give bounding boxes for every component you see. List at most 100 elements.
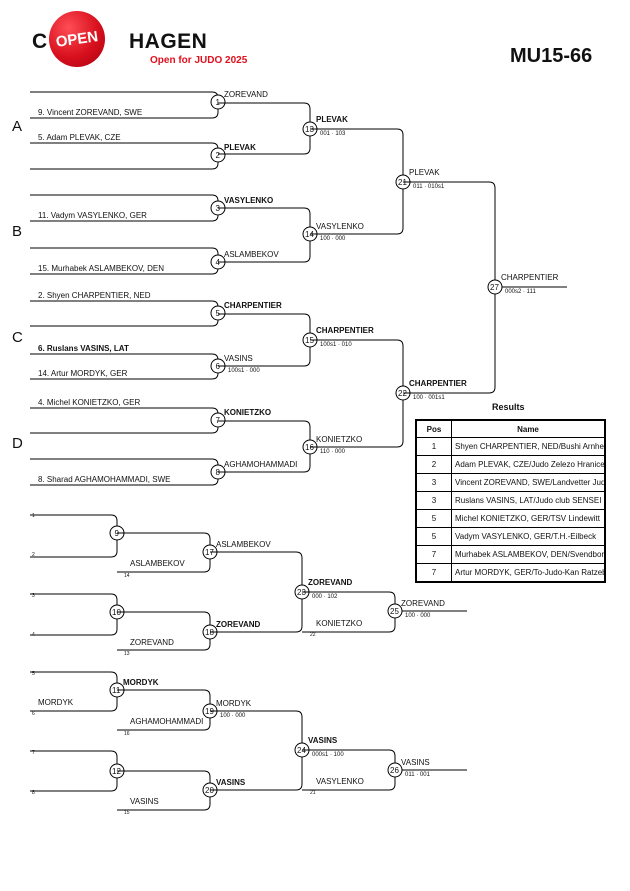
entrant-name: 11. Vadym VASYLENKO, GER (38, 211, 147, 220)
slot-number: 4 (32, 632, 35, 638)
logo-circle-icon (49, 11, 105, 67)
pool-label-c: C (12, 329, 23, 346)
results-name: Artur MORDYK, GER/To-Judo-Kan Ratzeburg (451, 563, 606, 583)
contest-score: 011 · 001 (405, 772, 431, 778)
results-pos: 3 (415, 473, 452, 492)
contest-score: 000s1 · 100 (312, 752, 344, 758)
results-name: Adam PLEVAK, CZE/Judo Zelezo Hranice (451, 455, 606, 474)
results-name: Ruslans VASINS, LAT/Judo club SENSEI (451, 491, 606, 510)
winner-name: VASINS (216, 778, 246, 787)
winner-name: VASYLENKO (316, 222, 364, 231)
contest-number: 26 (390, 766, 399, 775)
winner-name: AGHAMOHAMMADI (224, 460, 297, 469)
winner-name: ASLAMBEKOV (216, 540, 271, 549)
loser-entry-name: MORDYK (38, 698, 74, 707)
bracket-line (30, 593, 118, 636)
contest-number: 2 (216, 151, 221, 160)
winner-name: PLEVAK (316, 115, 348, 124)
winner-name: KONIETZKO (316, 435, 362, 444)
bracket-line (30, 300, 219, 327)
winner-name: ASLAMBEKOV (224, 250, 279, 259)
contest-number: 22 (398, 389, 407, 398)
contest-number: 21 (398, 178, 407, 187)
contest-number-icon (210, 305, 226, 321)
slot-number: 16 (124, 731, 130, 737)
winner-name: VASINS (224, 354, 253, 363)
contest-number: 20 (205, 786, 214, 795)
winner-name: VASINS (401, 758, 430, 767)
loser-entry-name: ZOREVAND (130, 638, 174, 647)
logo-subtitle: Open for JUDO 2025 (150, 55, 248, 66)
results-pos: 7 (415, 563, 452, 583)
contest-number: 25 (390, 607, 399, 616)
results-pos: 5 (415, 509, 452, 528)
contest-number: 19 (205, 707, 214, 716)
contest-score: 000 · 102 (312, 594, 338, 600)
bracket-line (30, 407, 219, 434)
slot-number: 7 (32, 750, 35, 756)
slot-number: 22 (310, 632, 316, 638)
entrant-name: 2. Shyen CHARPENTIER, NED (38, 291, 151, 300)
winner-name: ZOREVAND (401, 599, 445, 608)
pool-label-a: A (12, 118, 23, 135)
logo-letter-c: C (32, 30, 48, 53)
entrant-name: 6. Ruslans VASINS, LAT (38, 344, 129, 353)
contest-number: 24 (297, 746, 306, 755)
entrant-name: 8. Sharad AGHAMOHAMMADI, SWE (38, 475, 170, 484)
results-pos: 1 (415, 437, 452, 456)
results-title: Results (492, 402, 525, 412)
contest-number-icon (210, 94, 226, 110)
entrant-name: 4. Michel KONIETZKO, GER (38, 398, 140, 407)
results-pos: 5 (415, 527, 452, 546)
winner-name: MORDYK (123, 678, 159, 687)
loser-entry-name: AGHAMOHAMMADI (130, 717, 203, 726)
results-name: Vadym VASYLENKO, GER/T.H.-Eilbeck (451, 527, 606, 546)
winner-name: ZOREVAND (216, 620, 261, 629)
contest-score: 110 · 000 (320, 449, 346, 455)
contest-number: 14 (305, 230, 314, 239)
slot-number: 2 (32, 552, 35, 558)
bracket-line (310, 128, 404, 235)
contest-number: 17 (205, 548, 214, 557)
contest-score: 011 · 010s1 (413, 184, 445, 190)
bracket-line (310, 339, 404, 448)
contest-number: 10 (112, 608, 121, 617)
slot-number: 15 (124, 810, 130, 816)
loser-entry-name: KONIETZKO (316, 619, 362, 628)
slot-number: 5 (32, 671, 35, 677)
contest-score: 001 · 103 (320, 131, 346, 137)
slot-number: 8 (32, 790, 35, 796)
results-name: Michel KONIETZKO, GER/TSV Lindewitt (451, 509, 606, 528)
results-name: Shyen CHARPENTIER, NED/Bushi Arnhem (451, 437, 606, 456)
contest-score: 100s1 · 010 (320, 342, 352, 348)
entrant-name: 5. Adam PLEVAK, CZE (38, 133, 121, 142)
contest-number: 23 (297, 588, 306, 597)
winner-name: MORDYK (216, 699, 252, 708)
results-name: Murhabek ASLAMBEKOV, DEN/Svendborg Judo (451, 545, 606, 564)
loser-entry-name: VASYLENKO (316, 777, 364, 786)
category-title: MU15-66 (510, 45, 593, 67)
contest-number: 18 (205, 628, 214, 637)
winner-name: CHARPENTIER (224, 301, 282, 310)
contest-number-icon (210, 147, 226, 163)
contest-score: 100 · 000 (405, 613, 431, 619)
bracket-line (403, 181, 496, 394)
winner-name: PLEVAK (409, 168, 440, 177)
contest-score: 100 · 001s1 (413, 395, 445, 401)
bracket-line (30, 142, 219, 170)
contest-number: 11 (112, 686, 121, 695)
contest-number-icon (210, 412, 226, 428)
results-header-pos: Pos (415, 419, 452, 438)
slot-number: 21 (310, 790, 316, 796)
entrant-name: 15. Murhabek ASLAMBEKOV, DEN (38, 264, 164, 273)
contest-number: 15 (305, 336, 314, 345)
winner-name: VASINS (308, 736, 338, 745)
bracket-line (30, 514, 118, 558)
